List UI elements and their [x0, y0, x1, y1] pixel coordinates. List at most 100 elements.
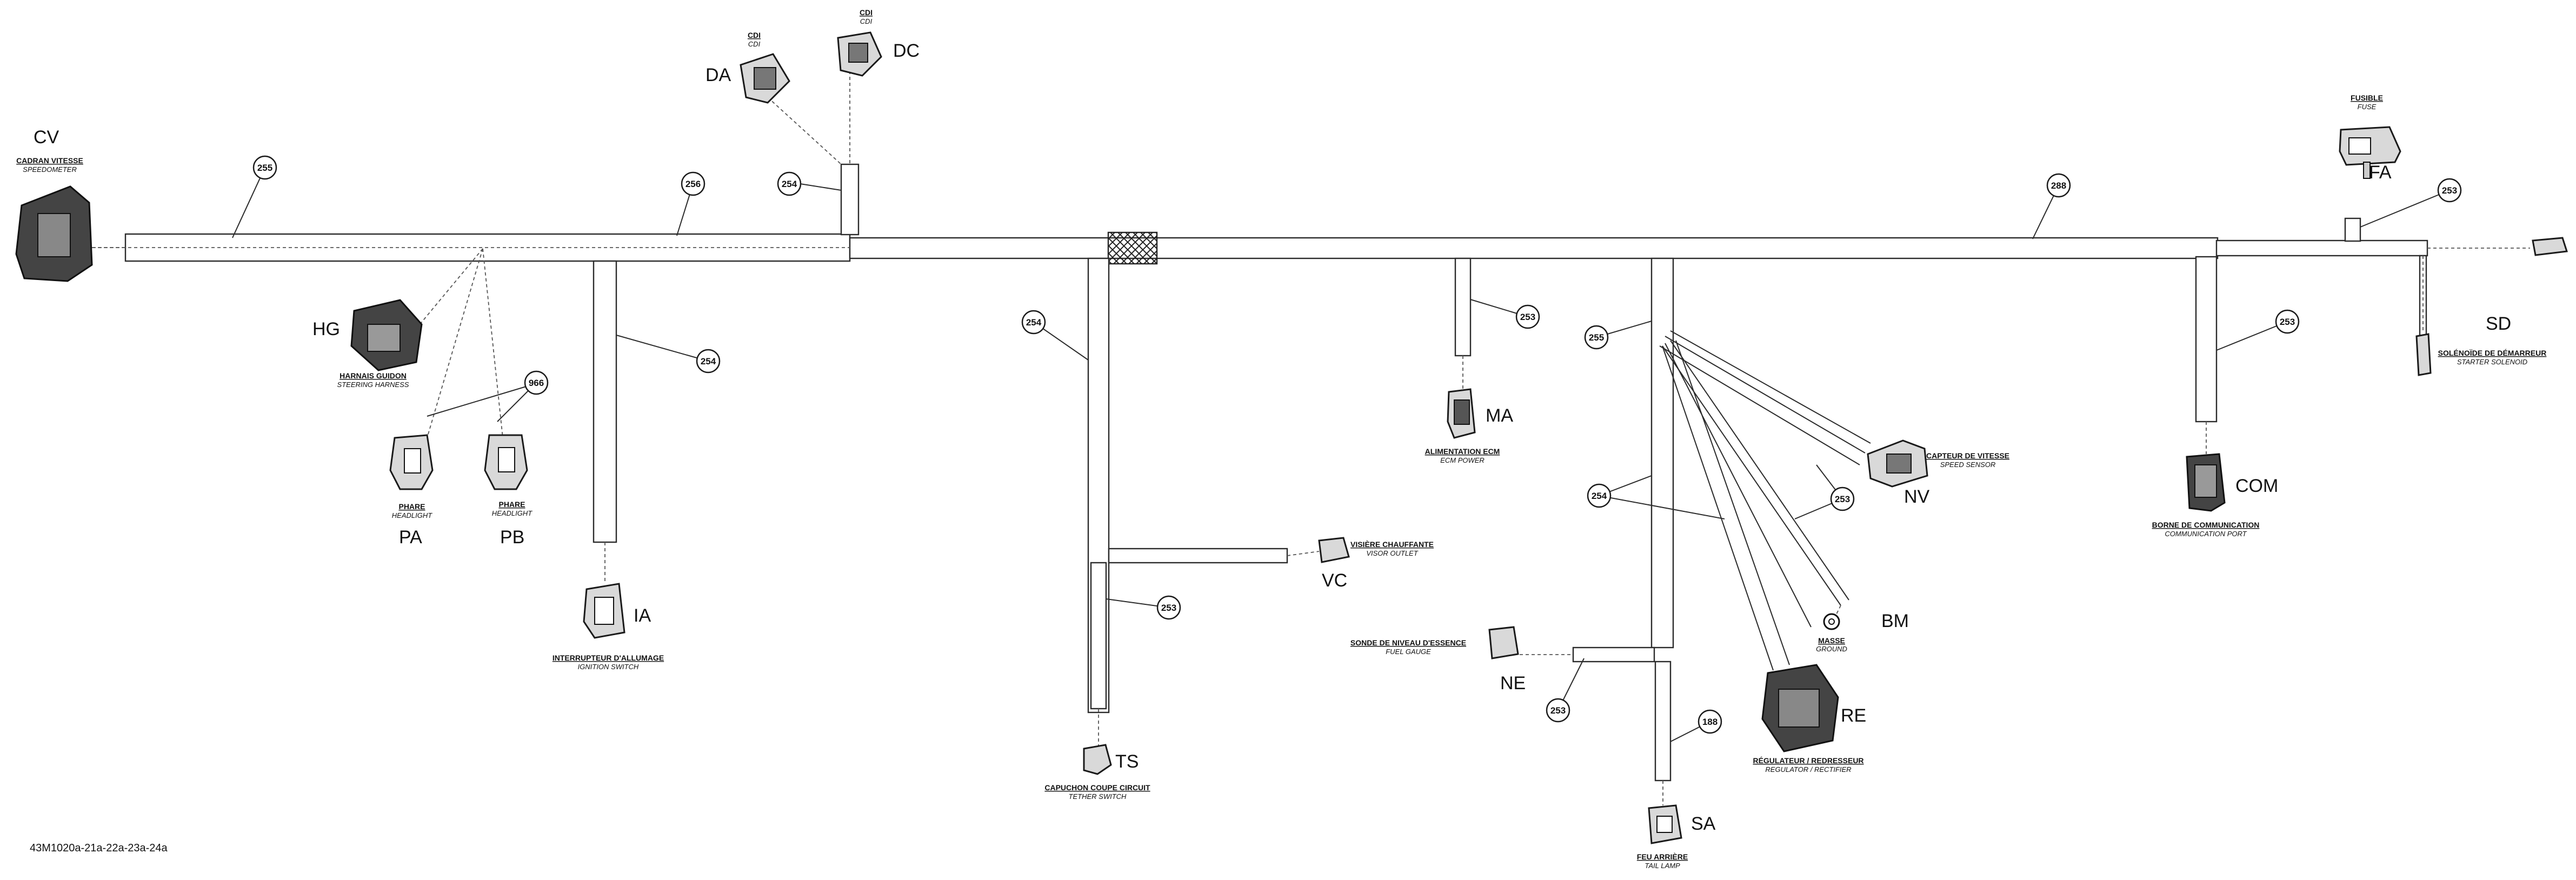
branch-ne: [1572, 646, 1655, 663]
label-ts-fr: CAPUCHON COUPE CIRCUIT: [1044, 783, 1150, 792]
svg-text:966: 966: [529, 378, 544, 388]
svg-text:254: 254: [701, 356, 716, 366]
code-dc: DC: [893, 41, 920, 61]
svg-text:288: 288: [2051, 181, 2066, 191]
label-hg-en: STEERING HARNESS: [337, 381, 409, 389]
label-ma-en: ECM POWER: [1440, 456, 1485, 464]
badge-255b: 255: [1584, 325, 1609, 350]
connector-ma: MA ALIMENTATION ECM ECM POWER: [1425, 388, 1513, 464]
label-sd-fr: SOLÉNOÏDE DE DÉMARREUR: [2438, 349, 2547, 357]
code-pb: PB: [500, 527, 524, 548]
branch-rear: [1650, 257, 1674, 649]
code-cv: CV: [34, 127, 59, 148]
branch-ia: [593, 260, 617, 543]
label-vc-fr: VISIÈRE CHAUFFANTE: [1350, 540, 1434, 549]
label-pb-fr: PHARE: [498, 500, 525, 509]
leader-255a: [232, 167, 265, 238]
main-trunk-right: [849, 237, 2219, 259]
label-dc-fr: CDI: [860, 8, 873, 17]
leader-254b: [616, 335, 709, 362]
branch-nv-a: [1665, 336, 1866, 454]
leader-966a: [427, 383, 536, 417]
label-ne-fr: SONDE DE NIVEAU D'ESSENCE: [1350, 638, 1466, 647]
wire-da: [767, 97, 842, 165]
svg-text:255: 255: [257, 163, 272, 173]
code-vc: VC: [1322, 570, 1347, 591]
branch-bm-a: [1662, 345, 1841, 606]
leader-254a: [800, 183, 842, 191]
connector-hg: HG HARNAIS GUIDON STEERING HARNESS: [312, 299, 423, 389]
label-da-en: CDI: [748, 40, 761, 48]
svg-text:253: 253: [1520, 312, 1535, 322]
code-hg: HG: [312, 319, 340, 339]
drawing-reference: 43M1020a-21a-22a-23a-24a: [30, 842, 168, 854]
label-re-fr: RÉGULATEUR / REDRESSEUR: [1753, 756, 1863, 765]
leader-253c: [2360, 190, 2450, 228]
code-bm: BM: [1881, 611, 1909, 631]
connector-ne: SONDE DE NIVEAU D'ESSENCE FUEL GAUGE NE: [1350, 626, 1526, 694]
connector-da: DA CDI CDI: [705, 31, 790, 104]
branch-ma: [1454, 257, 1472, 357]
svg-text:256: 256: [685, 179, 701, 189]
label-com-en: COMMUNICATION PORT: [2165, 530, 2247, 538]
svg-text:253: 253: [1550, 705, 1566, 716]
connector-pa: PHARE HEADLIGHT PA: [389, 434, 434, 548]
code-nv: NV: [1904, 486, 1930, 507]
code-ts: TS: [1115, 751, 1139, 772]
svg-text:254: 254: [1026, 317, 1042, 328]
label-fa-en: FUSE: [2358, 103, 2377, 111]
label-ia-fr: INTERRUPTEUR D'ALLUMAGE: [553, 654, 664, 662]
badge-253f: 253: [1546, 698, 1570, 723]
label-ia-en: IGNITION SWITCH: [578, 663, 639, 671]
label-pa-en: HEADLIGHT: [392, 511, 432, 519]
badge-253a: 253: [1156, 595, 1181, 620]
svg-text:253: 253: [1161, 603, 1176, 613]
connector-ia: IA INTERRUPTEUR D'ALLUMAGE IGNITION SWIT…: [553, 583, 664, 671]
branch-dc-riser: [840, 163, 860, 236]
branch-com: [2195, 256, 2218, 423]
harness-sleeve: [1107, 231, 1158, 265]
badge-254a: 254: [777, 171, 802, 196]
label-ne-en: FUEL GAUGE: [1386, 648, 1431, 656]
branch-nv-b: [1659, 345, 1860, 465]
leader-253d: [2216, 321, 2288, 351]
badge-254d: 254: [1587, 483, 1612, 508]
code-ma: MA: [1486, 405, 1513, 426]
label-da-fr: CDI: [748, 31, 761, 39]
branch-nv-c: [1670, 330, 1871, 444]
main-trunk-end: [2215, 239, 2428, 257]
branch-fa-riser: [2344, 217, 2361, 242]
code-re: RE: [1841, 705, 1866, 726]
label-sa-en: TAIL LAMP: [1645, 862, 1680, 870]
svg-text:255: 255: [1589, 332, 1604, 343]
label-sd-en: STARTER SOLENOID: [2457, 358, 2527, 366]
connector-nv: NV CAPTEUR DE VITESSE SPEED SENSOR: [1867, 439, 2009, 507]
connector-com: COM BORNE DE COMMUNICATION COMMUNICATION…: [2152, 453, 2278, 538]
branch-sa: [1654, 661, 1672, 782]
label-ma-fr: ALIMENTATION ECM: [1425, 447, 1500, 456]
svg-text:253: 253: [1835, 494, 1850, 504]
badge-253d: 253: [2275, 309, 2300, 334]
branch-ts-lower: [1090, 562, 1107, 710]
badge-253b: 253: [1515, 304, 1540, 329]
code-fa: FA: [2369, 162, 2392, 183]
label-pa-fr: PHARE: [398, 502, 425, 511]
label-bm-fr: MASSE: [1818, 636, 1845, 645]
wire-vc: [1287, 551, 1320, 556]
branch-re-a: [1662, 345, 1774, 671]
svg-text:254: 254: [782, 179, 797, 189]
badge-966: 966: [524, 370, 549, 395]
leader-254d-b: [1599, 495, 1725, 519]
label-cv-fr: CADRAN VITESSE: [16, 156, 83, 165]
badge-254c: 254: [1021, 310, 1046, 335]
wire-bm: [1835, 605, 1841, 617]
label-nv-en: SPEED SENSOR: [1940, 461, 1996, 469]
label-hg-fr: HARNAIS GUIDON: [340, 371, 407, 380]
svg-text:188: 188: [1702, 717, 1718, 727]
code-da: DA: [705, 65, 731, 85]
connector-ts: TS CAPUCHON COUPE CIRCUIT TETHER SWITCH: [1044, 744, 1150, 801]
connector-vc: VC VISIÈRE CHAUFFANTE VISOR OUTLET: [1318, 537, 1434, 591]
wire-pb: [482, 248, 503, 438]
code-sd: SD: [2486, 314, 2511, 334]
